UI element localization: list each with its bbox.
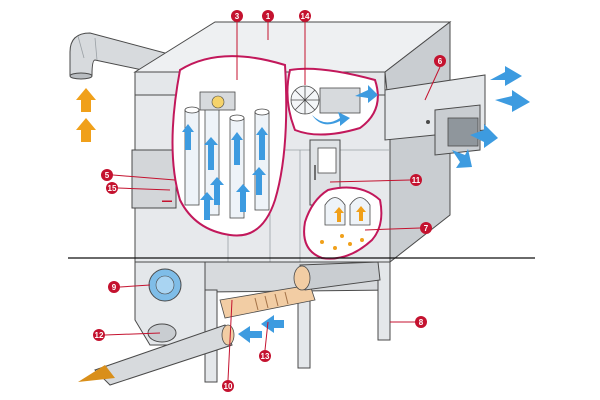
filter-chamber-cutaway <box>171 55 288 237</box>
svg-text:11: 11 <box>412 176 421 185</box>
dust-arrow-icon <box>78 365 115 382</box>
arrow-icon <box>256 127 268 160</box>
arrow-icon <box>470 124 498 148</box>
callout-12: 12 <box>93 329 105 341</box>
callout-markers: 1 3 14 6 5 15 11 7 9 12 8 13 10 <box>93 10 446 392</box>
arrow-icon <box>490 66 522 86</box>
svg-text:15: 15 <box>108 184 117 193</box>
callout-15: 15 <box>106 182 118 194</box>
inspection-door: ▬▬ <box>131 149 177 209</box>
fan-chamber-cutaway <box>286 67 379 136</box>
outlet-duct <box>384 74 486 156</box>
svg-text:▬▬: ▬▬ <box>162 198 172 204</box>
arrow-icon <box>452 149 472 168</box>
arrow-icon <box>236 184 250 212</box>
callout-5: 5 <box>101 169 113 181</box>
lower-frame <box>78 261 391 386</box>
dust-arrow-icon <box>334 207 344 222</box>
arrow-icon <box>238 326 262 343</box>
arrow-icon <box>182 124 194 150</box>
arrow-icon <box>252 167 266 195</box>
svg-text:1: 1 <box>266 12 271 21</box>
svg-text:3: 3 <box>235 12 240 21</box>
svg-text:9: 9 <box>112 283 117 292</box>
svg-text:7: 7 <box>424 224 429 233</box>
arrow-icon <box>210 177 224 205</box>
svg-text:10: 10 <box>224 382 233 391</box>
callout-11: 11 <box>410 174 422 186</box>
callout-3: 3 <box>231 10 243 22</box>
arrow-icon <box>231 132 243 165</box>
callout-8: 8 <box>415 316 427 328</box>
dust-arrow-icon <box>76 88 96 112</box>
callout-leaders <box>104 22 441 381</box>
svg-text:8: 8 <box>419 318 424 327</box>
arrow-icon <box>261 315 284 333</box>
svg-text:5: 5 <box>105 171 110 180</box>
dust-arrow-icon <box>356 206 366 221</box>
arrow-icon <box>355 85 378 103</box>
filter-airflow-arrows <box>182 124 268 220</box>
callout-7: 7 <box>420 222 432 234</box>
inlet-dust-arrows <box>76 88 96 142</box>
arrow-icon <box>200 192 214 220</box>
arrow-icon <box>495 90 530 112</box>
outlet-airflow-arrows <box>452 66 530 168</box>
callout-14: 14 <box>299 10 311 22</box>
arrow-icon <box>312 112 350 126</box>
svg-text:6: 6 <box>438 57 443 66</box>
dust-arrow-icon <box>76 118 96 142</box>
hopper-cutaway <box>303 186 383 260</box>
arrow-icon <box>204 137 218 170</box>
callout-9: 9 <box>108 281 120 293</box>
callout-10: 10 <box>222 380 234 392</box>
svg-text:14: 14 <box>301 12 310 21</box>
callout-1: 1 <box>262 10 274 22</box>
callout-13: 13 <box>259 350 271 362</box>
svg-text:13: 13 <box>261 352 270 361</box>
svg-text:12: 12 <box>95 331 104 340</box>
callout-6: 6 <box>434 55 446 67</box>
